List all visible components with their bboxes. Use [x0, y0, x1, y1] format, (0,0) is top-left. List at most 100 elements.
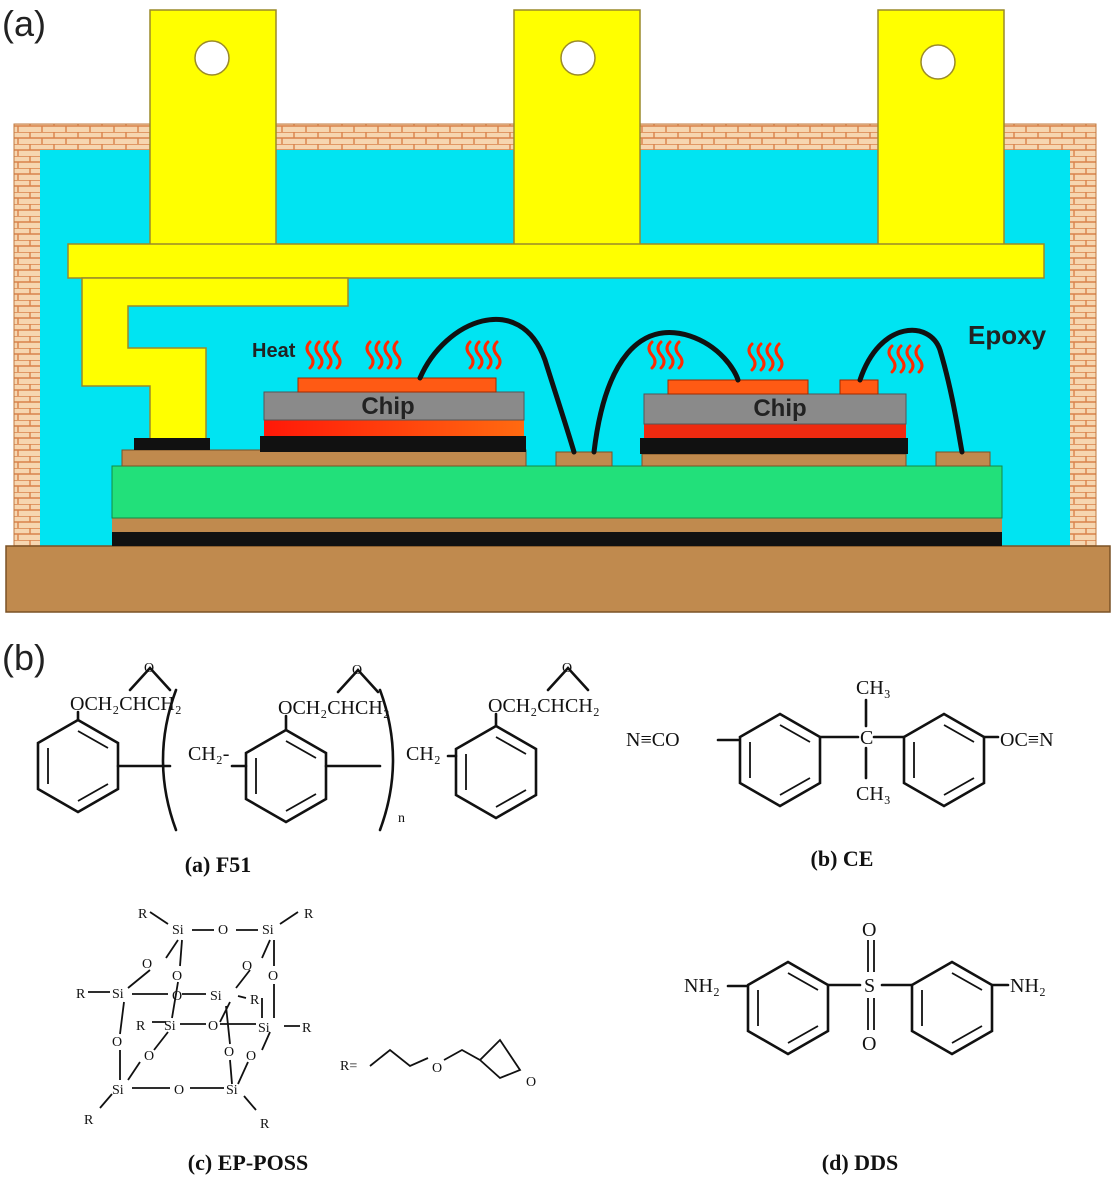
terminal-right: [877, 9, 1005, 247]
panel-a-label: (a): [2, 3, 46, 44]
f51-repeat-n: n: [398, 811, 405, 826]
f51-substituent: OCH₂CHCH₂: [70, 693, 182, 715]
heat-icon: [747, 342, 784, 372]
r-group: R: [302, 1021, 312, 1036]
top-copper-right: [641, 453, 907, 467]
terminal-hole: [560, 40, 596, 76]
chip-1-label: Chip: [361, 393, 414, 420]
busbar: [67, 243, 1045, 279]
si-atom: Si: [164, 1019, 176, 1034]
benzene-ring: [454, 724, 538, 820]
ce-right-group: OC≡N: [1000, 729, 1054, 751]
terminal-hole: [194, 40, 230, 76]
o-atom: O: [144, 1049, 154, 1064]
ce-center: C: [860, 727, 873, 749]
heat-icon: [887, 344, 924, 374]
benzene-ring: [746, 960, 830, 1056]
dds-oxygen-top: O: [862, 919, 876, 941]
si-atom: Si: [112, 987, 124, 1002]
o-atom: O: [172, 969, 182, 984]
terminal-hole: [920, 44, 956, 80]
chip-2-die-attach: [644, 424, 906, 438]
r-group: R: [76, 987, 86, 1002]
dds-structure: NH₂ S O O NH₂ (d) DDS: [684, 919, 1046, 1175]
epoxide-ring: [128, 666, 172, 692]
chip-2-solder: [640, 438, 908, 454]
o-atom: O: [112, 1035, 122, 1050]
epoxide-ring: [546, 666, 590, 692]
benzene-ring: [244, 728, 328, 824]
poss-cage: [88, 911, 300, 1111]
benzene-ring: [902, 712, 986, 808]
terminal-middle: [513, 9, 641, 247]
base-plate: [5, 545, 1111, 613]
o-atom: O: [142, 957, 152, 972]
epoxide-ring: [336, 668, 380, 694]
repeat-bracket-right: [378, 688, 395, 832]
dds-amine-left: NH₂: [684, 975, 720, 997]
ce-structure: N≡CO C CH₃ CH₃ OC≡N (b) CE: [626, 677, 1054, 871]
f51-right-ch2: CH₂: [406, 743, 441, 765]
bottom-solder: [112, 532, 1002, 546]
lead-connector: [81, 277, 349, 441]
chip-1: Chip: [260, 377, 526, 452]
chip-2: Chip: [640, 379, 908, 454]
dds-sulfur: S: [864, 975, 875, 997]
top-copper-pad-mid: [555, 451, 613, 467]
epposs-caption: (c) EP-POSS: [188, 1150, 308, 1175]
si-atom: Si: [210, 989, 222, 1004]
benzene-ring: [738, 712, 822, 808]
chip-2-die: [643, 393, 907, 425]
f51-substituent: OCH₂CHCH₂: [278, 697, 390, 719]
benzene-ring: [36, 718, 120, 814]
ce-methyl-bottom: CH₃: [856, 783, 891, 805]
heat-icon: [465, 340, 502, 370]
si-atom: Si: [172, 923, 184, 938]
epoxy-label: Epoxy: [968, 320, 1047, 350]
r-group: R: [250, 993, 260, 1008]
r-group: R: [136, 1019, 146, 1034]
r-group: R: [260, 1117, 270, 1132]
terminal-left: [149, 9, 277, 247]
f51-epoxide-o: O: [352, 663, 362, 678]
ceramic-substrate: [111, 465, 1003, 519]
chip-1-die-attach: [264, 420, 524, 436]
o-atom: O: [218, 923, 228, 938]
o-atom: O: [268, 969, 278, 984]
o-atom: O: [174, 1083, 184, 1098]
panel-a: (a): [2, 3, 1111, 613]
heat-icon: [305, 340, 342, 370]
r-group: R: [304, 907, 314, 922]
chip-1-solder: [260, 436, 526, 452]
ce-left-group: N≡CO: [626, 729, 680, 751]
r-group: R: [138, 907, 148, 922]
bond-wire-1: [417, 316, 577, 455]
r-definition: R=: [340, 1059, 357, 1074]
si-atom: Si: [258, 1021, 270, 1036]
heat-icon: [365, 340, 402, 370]
chip-1-die: [263, 391, 525, 421]
bond-wire-2: [591, 330, 741, 455]
ether-o: O: [432, 1061, 442, 1076]
bond-wire-3: [857, 327, 965, 455]
f51-link-ch2: CH₂-: [188, 743, 229, 765]
chip-1-metal: [297, 377, 497, 393]
bottom-copper: [112, 518, 1002, 532]
repeat-bracket-left: [161, 688, 178, 832]
lead-solder: [134, 438, 210, 450]
o-atom: O: [224, 1045, 234, 1060]
benzene-ring: [910, 960, 994, 1056]
heat-icon: [647, 340, 684, 370]
o-atom: O: [242, 959, 252, 974]
si-atom: Si: [262, 923, 274, 938]
ce-caption: (b) CE: [811, 846, 874, 871]
epoxide-o: O: [526, 1075, 536, 1090]
f51-epoxide-o: O: [144, 661, 154, 676]
f51-caption: (a) F51: [185, 852, 252, 877]
r-group: R: [84, 1113, 94, 1128]
f51-epoxide-o: O: [562, 661, 572, 676]
si-atom: Si: [226, 1083, 238, 1098]
f51-structure: OCH₂CHCH₂ O CH₂- OCH₂CHCH₂ O n CH₂: [36, 661, 600, 877]
f51-substituent: OCH₂CHCH₂: [488, 695, 600, 717]
